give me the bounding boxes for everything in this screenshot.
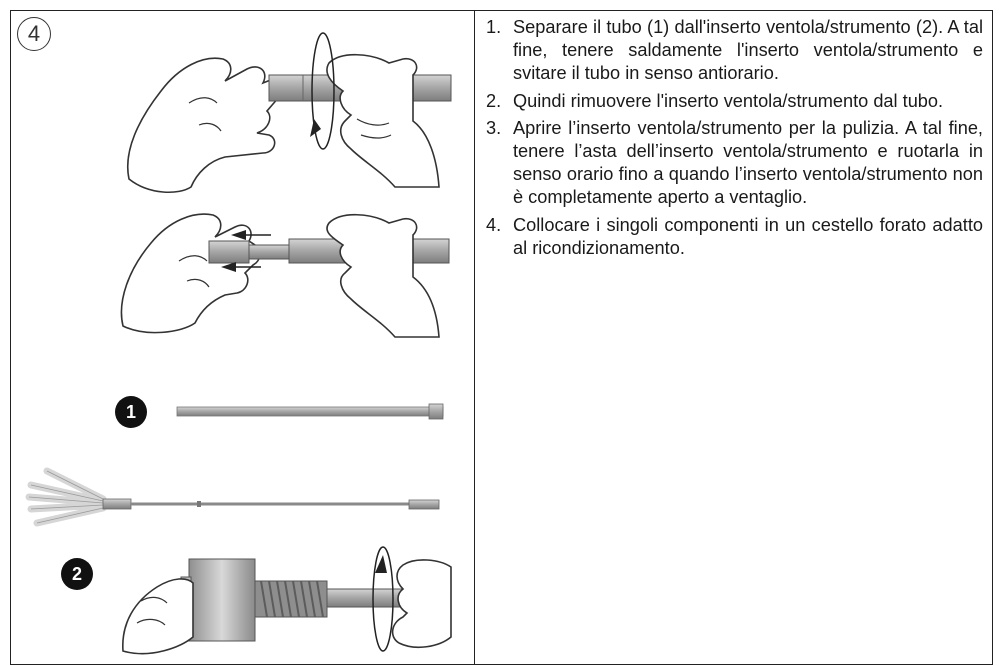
column-divider — [474, 11, 475, 664]
instruction-step: 3. Aprire l’inserto ventola/strumento per… — [486, 117, 983, 210]
fan-insert-part-figure — [29, 471, 439, 523]
step-text: Aprire l’inserto ventola/strumento per l… — [513, 118, 983, 208]
shaft-rotate-figure — [123, 547, 451, 654]
step-text: Collocare i singoli componenti in un ces… — [513, 215, 983, 258]
step-index: 2. — [486, 90, 501, 113]
instruction-step: 2. Quindi rimuovere l'inserto ventola/str… — [486, 90, 983, 113]
step-text: Separare il tubo (1) dall'inserto ventol… — [513, 17, 983, 83]
step-index: 4. — [486, 214, 501, 237]
unscrew-tube-figure — [128, 33, 451, 192]
instruction-table: 4 — [10, 10, 993, 665]
part-2-label: 2 — [61, 558, 93, 590]
instruction-step: 1. Separare il tubo (1) dall'inserto vent… — [486, 16, 983, 86]
instruction-step: 4. Collocare i singoli componenti in un c… — [486, 214, 983, 260]
step-text: Quindi rimuovere l'inserto ventola/strum… — [513, 91, 943, 111]
step-index: 1. — [486, 16, 501, 39]
step-index: 3. — [486, 117, 501, 140]
instruction-list: 1. Separare il tubo (1) dall'inserto vent… — [486, 16, 983, 264]
tube-part-figure — [177, 404, 443, 419]
part-1-label: 1 — [115, 396, 147, 428]
pull-insert-figure — [121, 214, 449, 337]
